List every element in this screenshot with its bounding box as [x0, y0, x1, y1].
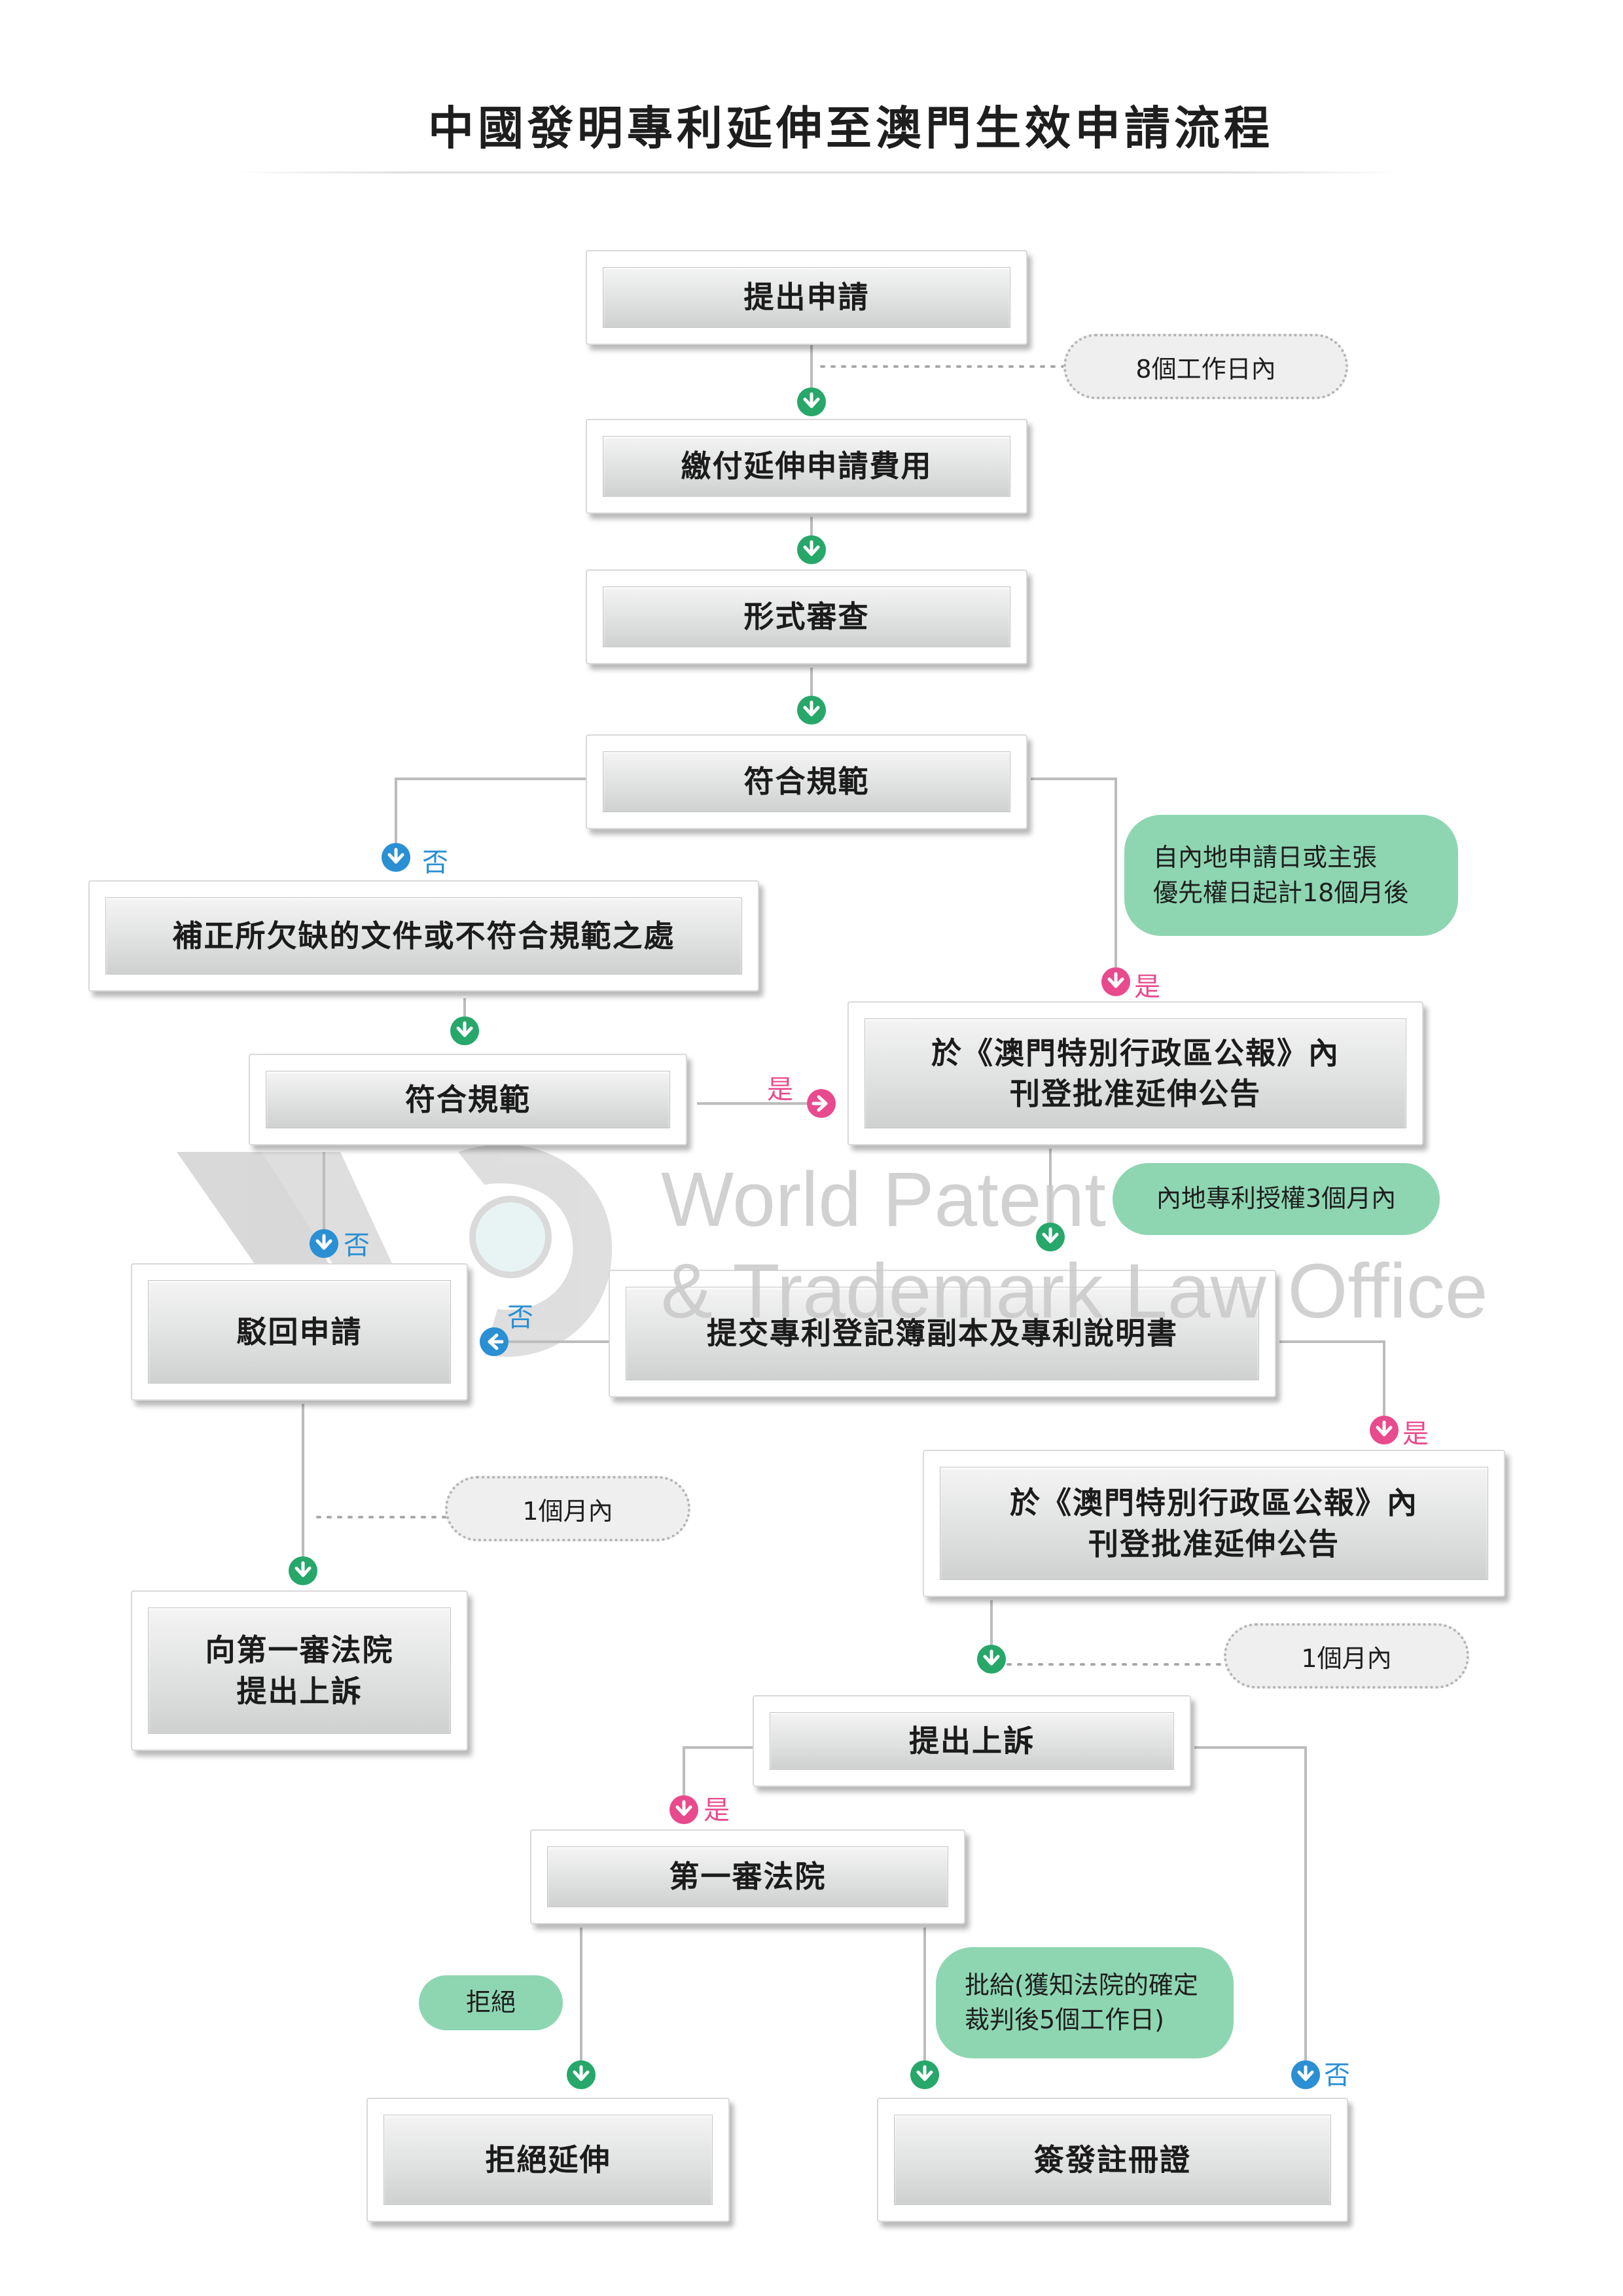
note-within-3-months: 內地專利授權3個月內 [1113, 1163, 1440, 1235]
label-no: 否 [507, 1302, 533, 1333]
step-reject-application: 駁回申請 [131, 1263, 468, 1401]
step-label: 於《澳門特別行政區公報》內 刊登批准延伸公告 [940, 1467, 1488, 1580]
step-label: 繳付延伸申請費用 [603, 436, 1010, 497]
flow-arrow-icon [450, 1016, 479, 1045]
step-label: 拒絕延伸 [383, 2115, 713, 2205]
step-submit-application: 提出申請 [586, 250, 1027, 345]
page-title: 中國發明專利延伸至澳門生效申請流程 [428, 101, 1274, 155]
note-within-1-month-left: 1個月內 [445, 1476, 690, 1541]
step-compliant-1: 符合規範 [586, 734, 1027, 829]
flow-arrow-icon [567, 2060, 596, 2089]
step-refuse-extension: 拒絕延伸 [366, 2098, 730, 2222]
step-first-instance-court: 第一審法院 [530, 1829, 965, 1924]
note-after-18-months: 自內地申請日或主張 優先權日起計18個月後 [1124, 815, 1458, 936]
step-publish-gazette-1: 於《澳門特別行政區公報》內 刊登批准延伸公告 [847, 1001, 1423, 1145]
flow-arrow-icon [797, 535, 826, 564]
step-label: 提交專利登記簿副本及專利說明書 [626, 1287, 1259, 1380]
step-publish-gazette-2: 於《澳門特別行政區公報》內 刊登批准延伸公告 [923, 1450, 1505, 1597]
step-appeal: 提出上訴 [753, 1695, 1191, 1787]
flow-arrow-icon [797, 696, 826, 725]
flow-arrow-icon [289, 1556, 317, 1585]
flow-arrow-icon [910, 2060, 939, 2089]
step-pay-fee: 繳付延伸申請費用 [586, 419, 1027, 514]
flow-arrow-icon [382, 843, 410, 872]
note-within-8-working-days: 8個工作日內 [1063, 334, 1348, 399]
flow-arrow-icon [977, 1645, 1006, 1674]
label-yes: 是 [767, 1075, 793, 1105]
note-approve: 批給(獲知法院的確定 裁判後5個工作日) [936, 1947, 1234, 2058]
step-label: 於《澳門特別行政區公報》內 刊登批准延伸公告 [865, 1018, 1406, 1128]
step-label: 第一審法院 [547, 1846, 948, 1907]
step-formal-examination: 形式審查 [586, 569, 1027, 664]
step-label: 符合規範 [266, 1071, 670, 1128]
flow-arrow-icon [310, 1229, 338, 1258]
step-appeal-first-court: 向第一審法院 提出上訴 [131, 1590, 468, 1751]
flow-arrow-icon [807, 1089, 836, 1118]
step-label: 提出申請 [603, 267, 1010, 328]
step-label: 形式審查 [603, 586, 1010, 647]
label-yes: 是 [1402, 1419, 1429, 1449]
label-yes: 是 [1134, 972, 1160, 1002]
flow-arrow-icon [1291, 2060, 1320, 2089]
label-yes: 是 [704, 1795, 730, 1825]
flow-arrow-icon [669, 1795, 698, 1824]
step-submit-register-copy: 提交專利登記簿副本及專利說明書 [609, 1270, 1276, 1397]
title-divider [236, 171, 1400, 173]
step-issue-certificate: 簽發註冊證 [877, 2098, 1348, 2222]
step-compliant-2: 符合規範 [249, 1054, 687, 1145]
flow-arrow-icon [480, 1327, 508, 1356]
note-within-1-month-right: 1個月內 [1224, 1623, 1469, 1689]
flow-arrow-icon [1101, 967, 1130, 996]
step-label: 簽發註冊證 [894, 2115, 1331, 2205]
step-label: 駁回申請 [148, 1280, 451, 1384]
label-no: 否 [1324, 2060, 1350, 2090]
note-refuse: 拒絕 [419, 1975, 563, 2030]
step-label: 提出上訴 [770, 1712, 1174, 1770]
label-no: 否 [344, 1230, 370, 1261]
flow-arrow-icon [1036, 1223, 1065, 1251]
step-label: 補正所欠缺的文件或不符合規範之處 [105, 897, 742, 975]
flow-arrow-icon [797, 387, 826, 416]
step-label: 符合規範 [603, 751, 1010, 812]
label-no: 否 [422, 848, 448, 878]
flow-arrow-icon [1370, 1416, 1399, 1444]
step-correct-deficiencies: 補正所欠缺的文件或不符合規範之處 [88, 880, 759, 992]
step-label: 向第一審法院 提出上訴 [148, 1607, 451, 1734]
